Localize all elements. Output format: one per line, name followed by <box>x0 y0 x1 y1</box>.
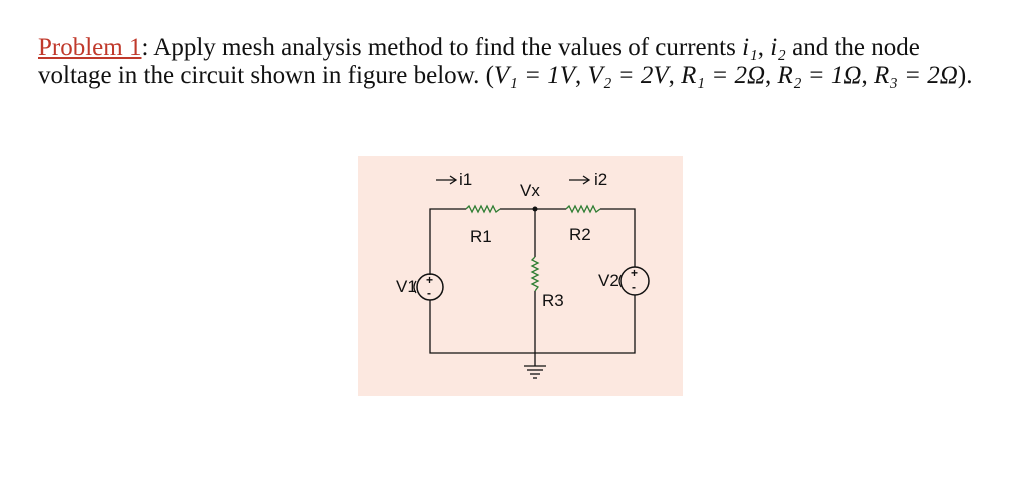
v2-bracket <box>618 274 622 288</box>
arrow-i2-head <box>582 175 591 185</box>
label-i2: i2 <box>594 170 608 189</box>
comma: , <box>757 34 771 61</box>
label-v2: V2 <box>598 271 619 290</box>
v2-minus: - <box>632 280 636 294</box>
wire-bottom <box>429 295 636 354</box>
separator: , <box>575 62 588 89</box>
label-r1: R1 <box>470 227 492 246</box>
source-v2 <box>620 266 650 296</box>
v2-plus: + <box>631 266 639 280</box>
v1-minus: - <box>427 286 431 300</box>
current-i2: i₂ <box>770 34 786 61</box>
closing: ). <box>957 62 973 89</box>
resistor-r1 <box>465 204 501 214</box>
node-vx <box>532 206 538 212</box>
resistor-r2 <box>565 204 601 214</box>
separator: , <box>668 62 682 89</box>
arrow-i1-head <box>449 175 458 185</box>
problem-statement: Problem 1: Apply mesh analysis method to… <box>38 34 998 90</box>
given-r2: R₂ = 1Ω <box>777 62 862 89</box>
separator: , <box>861 62 874 89</box>
problem-label: Problem 1 <box>38 34 142 61</box>
label-r3: R3 <box>542 291 564 310</box>
label-i1: i1 <box>459 170 473 189</box>
given-r1: R₁ = 2Ω <box>681 62 766 89</box>
label-r2: R2 <box>569 225 591 244</box>
given-v2: V₂ = 2V <box>587 62 669 89</box>
colon: : <box>141 34 149 61</box>
v1-bracket <box>413 280 417 294</box>
circuit-figure: i1 Vx i2 R1 R2 R3 V1 V2 + - + - <box>358 156 683 396</box>
separator: , <box>765 62 778 89</box>
resistor-r3 <box>530 256 540 292</box>
problem-text-1: Apply mesh analysis method to find the v… <box>148 34 743 61</box>
label-v1: V1 <box>396 277 417 296</box>
given-r3: R₃ = 2Ω <box>873 62 958 89</box>
given-v1: V₁ = 1V <box>493 62 576 89</box>
wire-top-left <box>429 208 466 275</box>
circuit-diagram <box>358 156 683 396</box>
v1-plus: + <box>426 273 434 287</box>
current-i1: i₁ <box>742 34 758 61</box>
source-v1 <box>416 273 444 301</box>
circuit-background <box>358 156 683 396</box>
wire-top-right <box>600 208 636 267</box>
problem-text-2: and the node voltage in the circuit show… <box>38 34 920 89</box>
label-vx: Vx <box>520 181 540 200</box>
